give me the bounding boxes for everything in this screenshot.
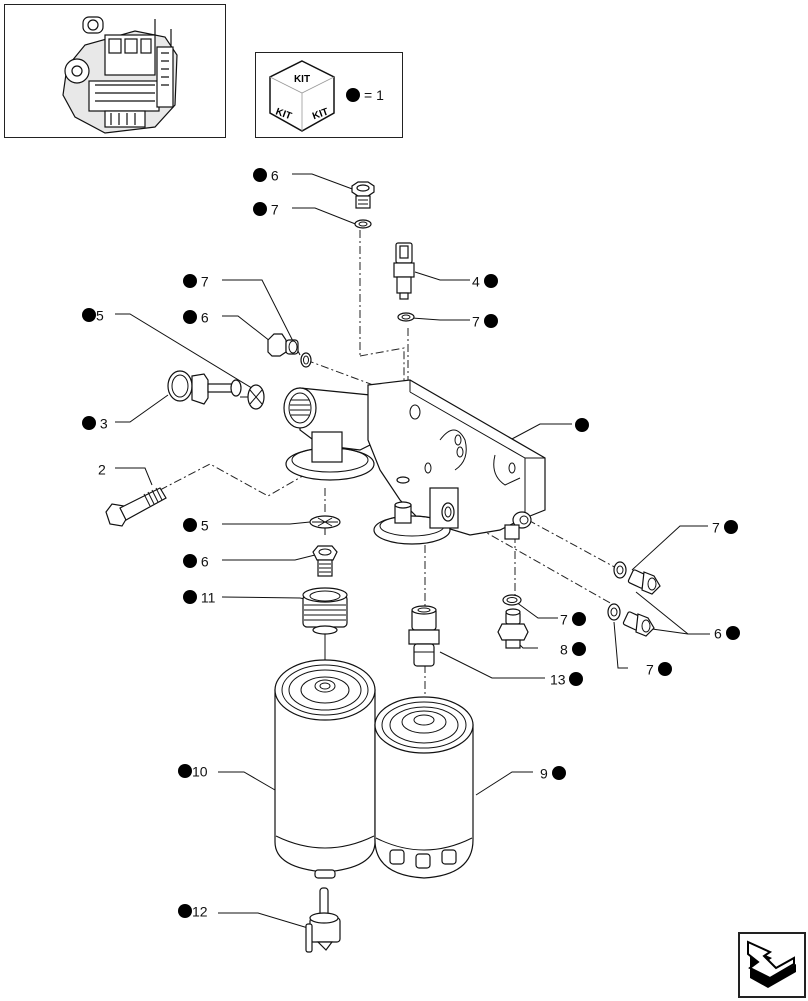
kit-dot-icon	[82, 416, 96, 431]
callout-7-lower[interactable]: 7	[560, 610, 586, 627]
kit-dot-icon	[569, 672, 584, 687]
part-4-pressure-sensor	[393, 242, 415, 300]
callout-6-mid[interactable]: 6	[183, 552, 209, 569]
kit-left-text: KIT	[274, 106, 293, 122]
kit-legend-frame: KIT KIT KIT = 1	[255, 52, 403, 138]
part-5-valve-disc-mid	[309, 515, 341, 535]
callout-7-right-top[interactable]: 7	[712, 518, 738, 535]
part-5-valve-disc-left	[240, 384, 265, 410]
part-3-valve	[167, 370, 242, 405]
part-6-mid-plug	[312, 545, 338, 577]
callout-9[interactable]: 9	[540, 764, 566, 781]
kit-right-text: KIT	[311, 106, 330, 122]
part-11-adapter	[302, 587, 348, 635]
part-7-washer-right-low	[607, 603, 621, 621]
callout-5-mid[interactable]: 5	[183, 516, 209, 533]
part-2-bolt	[105, 487, 167, 527]
part-6-right-plug-top	[627, 569, 661, 595]
kit-dot-icon	[183, 518, 197, 533]
callout-12[interactable]: 12	[178, 902, 208, 919]
kit-top-text: KIT	[294, 74, 310, 85]
kit-dot-icon	[483, 314, 498, 329]
part-13-nipple	[408, 605, 440, 667]
kit-dot-icon	[253, 202, 267, 217]
kit-dot-icon	[178, 904, 192, 919]
callout-6-top[interactable]: 6	[253, 166, 279, 183]
callout-5-left[interactable]: 5	[82, 306, 104, 323]
kit-dot-icon	[483, 274, 498, 289]
part-12-drain-valve	[305, 887, 341, 953]
kit-dot-icon	[723, 520, 738, 535]
part-7-washer-top	[354, 219, 372, 229]
kit-equals-label: = 1	[364, 87, 384, 103]
kit-dot-icon	[346, 88, 360, 102]
kit-dot-icon	[183, 554, 197, 569]
callout-10[interactable]: 10	[178, 762, 208, 779]
kit-dot-icon	[183, 274, 197, 289]
callout-housing[interactable]	[575, 416, 589, 433]
kit-dot-icon	[657, 662, 672, 677]
engine-thumbnail-frame	[4, 4, 226, 138]
callout-2[interactable]: 2	[98, 461, 106, 478]
callout-7-right-low[interactable]: 7	[646, 660, 672, 677]
kit-dot-icon	[571, 642, 586, 657]
callout-7-left[interactable]: 7	[183, 272, 209, 289]
kit-dot-icon	[551, 766, 566, 781]
next-page-arrow-icon	[747, 940, 796, 988]
part-7-washer-lower	[502, 594, 522, 606]
next-page-button[interactable]	[738, 932, 806, 998]
callout-3[interactable]: 3	[82, 414, 108, 431]
kit-dot-icon	[571, 612, 586, 627]
kit-dot-icon	[575, 418, 589, 433]
callout-6-right[interactable]: 6	[714, 624, 740, 641]
part-8-fitting	[497, 608, 529, 649]
kit-cube-icon: KIT KIT KIT	[269, 60, 335, 132]
part-6-top-plug	[351, 181, 375, 209]
part-filter-head-housing	[283, 379, 546, 545]
kit-dot-icon	[82, 308, 96, 323]
engine-thumbnail-icon	[62, 16, 178, 134]
kit-dot-icon	[253, 168, 267, 183]
part-7-washer-right-top	[613, 561, 627, 579]
kit-dot-icon	[725, 626, 740, 641]
callout-7-top[interactable]: 7	[253, 200, 279, 217]
part-9-oil-filter	[374, 696, 474, 879]
part-6-right-plug-low	[622, 611, 655, 637]
callout-11[interactable]: 11	[183, 588, 215, 605]
part-7-washer-left	[300, 352, 312, 368]
kit-dot-icon	[178, 764, 192, 779]
callout-4[interactable]: 4	[472, 272, 498, 289]
callout-13[interactable]: 13	[550, 670, 584, 687]
callout-7-sensor[interactable]: 7	[472, 312, 498, 329]
callout-6-left[interactable]: 6	[183, 308, 209, 325]
leader-lines	[115, 173, 710, 929]
kit-dot-icon	[183, 310, 197, 325]
part-7-washer-sensor	[397, 312, 415, 322]
part-10-fuel-filter	[274, 659, 376, 879]
callout-8[interactable]: 8	[560, 640, 586, 657]
part-6-left-plug	[267, 333, 299, 357]
kit-dot-icon	[183, 590, 197, 605]
